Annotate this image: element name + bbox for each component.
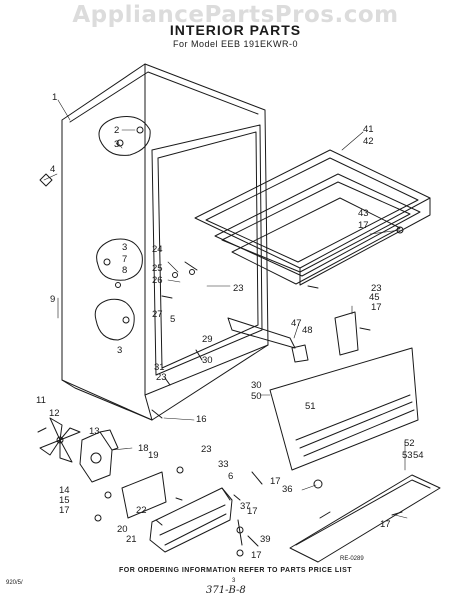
fasteners: [37, 226, 404, 557]
callout-52: 52: [404, 438, 415, 449]
cover-plate: [334, 311, 359, 356]
callout-50: 50: [251, 391, 262, 402]
callout-53: 53: [402, 450, 413, 461]
breaker-strip: [227, 317, 309, 363]
callout-23: 23: [233, 283, 244, 294]
callout-16: 16: [196, 414, 207, 425]
callout-4: 4: [50, 164, 55, 175]
model-label: For Model EEB 191EKWR-0: [172, 39, 299, 49]
callout-43: 43: [358, 208, 369, 219]
callout-30: 30: [202, 355, 213, 366]
callout-25: 25: [152, 263, 163, 274]
callout-14: 14: [59, 485, 70, 496]
liner-cabinet: [39, 63, 269, 421]
back-panel: [269, 347, 419, 471]
drain-tray: [289, 474, 441, 563]
callout-47: 47: [291, 318, 302, 329]
callout-22: 22: [136, 505, 147, 516]
callout-7: 7: [122, 254, 127, 265]
callout-5: 5: [170, 314, 175, 325]
callout-2: 2: [114, 125, 119, 136]
callout-37: 37: [240, 501, 251, 512]
callout-33: 33: [218, 459, 229, 470]
page-title: INTERIOR PARTS: [169, 22, 302, 38]
callout-51: 51: [305, 401, 316, 412]
callout-8: 8: [122, 265, 127, 276]
callout-11: 11: [36, 395, 46, 406]
callout-26: 26: [152, 275, 163, 286]
callout-15: 15: [59, 495, 70, 506]
callout-23: 23: [201, 444, 212, 455]
reference-code: RE-0289: [340, 556, 364, 562]
callout-1: 1: [52, 92, 57, 103]
callout-17: 17: [380, 519, 391, 530]
callout-12: 12: [49, 408, 60, 419]
callout-17: 17: [59, 505, 70, 516]
control-housing: [149, 487, 233, 553]
callout-17: 17: [251, 550, 262, 561]
callout-24: 24: [152, 244, 163, 255]
callout-3: 3: [122, 242, 127, 253]
callout-17: 17: [371, 302, 382, 313]
callout-3: 3: [117, 345, 122, 356]
callout-27: 27: [152, 309, 163, 320]
callout-19: 19: [148, 450, 159, 461]
callout-13: 13: [89, 426, 100, 437]
callout-42: 42: [363, 136, 374, 147]
callout-20: 20: [117, 524, 128, 535]
callout-23: 23: [156, 372, 167, 383]
callout-29: 29: [202, 334, 213, 345]
callout-17: 17: [358, 220, 369, 231]
callout-39: 39: [260, 534, 271, 545]
page-number: 3: [232, 578, 236, 584]
motor-bracket: [121, 471, 167, 519]
callout-31: 31: [154, 362, 165, 373]
callout-17: 17: [247, 506, 258, 517]
fan-blade: [39, 417, 81, 463]
handwritten-note: 371-B-8: [206, 585, 246, 596]
callout-54: 54: [413, 450, 424, 461]
callout-45: 45: [369, 292, 380, 303]
callout-48: 48: [302, 325, 313, 336]
document-code: 920/5/: [6, 580, 23, 586]
callout-17: 17: [270, 476, 281, 487]
callout-41: 41: [363, 124, 374, 135]
callout-21: 21: [126, 534, 137, 545]
callout-18: 18: [138, 443, 149, 454]
callout-36: 36: [282, 484, 293, 495]
ordering-note: FOR ORDERING INFORMATION REFER TO PARTS …: [118, 567, 353, 574]
watermark: AppliancePartsPros.com: [72, 2, 399, 28]
callout-30: 30: [251, 380, 262, 391]
callout-leaders: [43, 99, 408, 519]
callout-3: 3: [114, 139, 119, 150]
shelf-frames: [194, 149, 431, 286]
fan-motor: [79, 429, 119, 483]
callout-9: 9: [50, 294, 55, 305]
callout-6: 6: [228, 471, 233, 482]
callout-23: 23: [371, 283, 382, 294]
